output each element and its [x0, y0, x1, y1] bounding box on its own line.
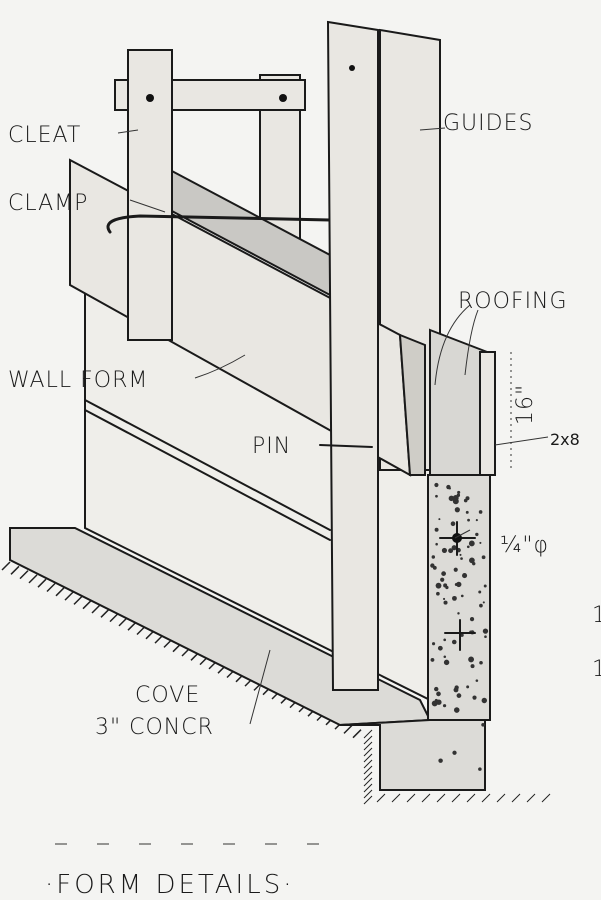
label-guides: GUIDES [443, 111, 533, 136]
label-lumber-size: 2x8 [550, 430, 580, 449]
label-clamp: CLAMP [8, 191, 88, 216]
cleat-bolt [279, 94, 287, 102]
label-rod-diameter: ¼"φ [500, 533, 549, 558]
concrete-wall-section [427, 474, 491, 721]
footing [339, 719, 486, 791]
label-edge-fraction: 1/ [592, 657, 601, 682]
cleat-front [127, 49, 173, 341]
label-wall-form: WALL FORM [8, 368, 148, 393]
form-joint-line [84, 399, 331, 531]
leader-lines [117, 127, 549, 725]
plank-2x8 [479, 351, 496, 476]
pin [319, 444, 373, 448]
label-cove-concrete: 3" CONCR [95, 715, 214, 740]
label-cove: COVE [135, 683, 200, 708]
label-pin: PIN [252, 434, 291, 459]
drawing-title: ·FORM DETAILS· [45, 870, 294, 900]
guide-board-front [326, 20, 379, 691]
label-height: 16" [513, 384, 538, 425]
wall-form-end-grain [398, 333, 426, 476]
label-roofing: ROOFING [458, 289, 568, 314]
label-cleat: CLEAT [8, 123, 81, 148]
cleat-bolt [146, 94, 154, 102]
label-edge-fraction: 1/ [592, 603, 601, 628]
ground-hatching [1, 561, 551, 805]
clamp-rod [106, 214, 332, 234]
form-joint-line [84, 409, 331, 541]
